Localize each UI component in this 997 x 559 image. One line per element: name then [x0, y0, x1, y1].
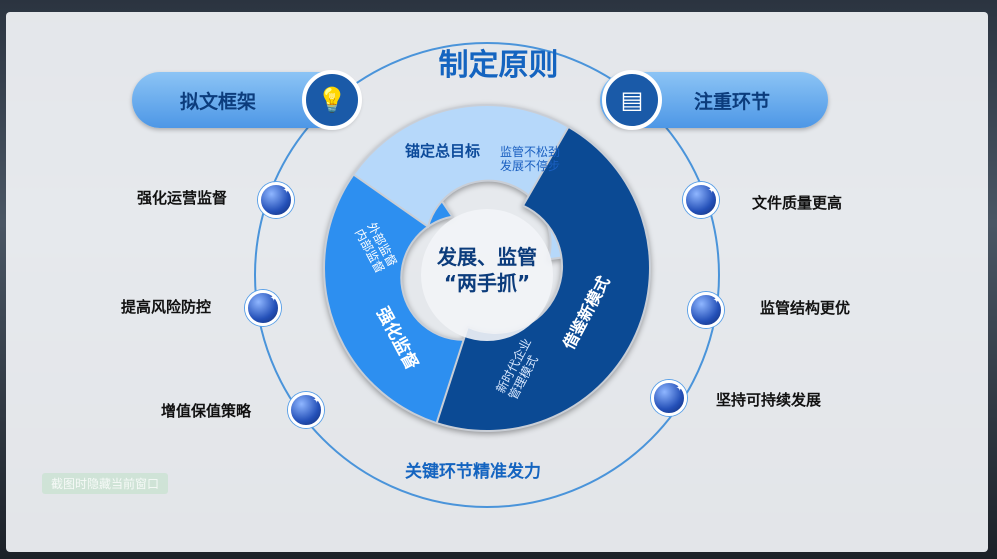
segment-top-sub1: 监管不松劲: [500, 145, 561, 159]
left-item-2: 提高风险防控: [120, 298, 211, 316]
bullet-dot-icon: ✦: [258, 182, 294, 218]
bullet-dot-icon: ✦: [688, 292, 724, 328]
segment-top-title: 锚定总目标: [405, 142, 481, 160]
center-line-1: 发展、监管: [437, 245, 537, 269]
bullet-dot-icon: ✦: [683, 182, 719, 218]
bottom-label: 关键环节精准发力: [405, 462, 541, 482]
hide-window-button[interactable]: 截图时隐藏当前窗口: [42, 473, 168, 494]
left-header-label: 拟文框架: [180, 90, 257, 113]
left-item-1: 强化运营监督: [136, 189, 227, 207]
left-item-3: 增值保值策略: [160, 402, 251, 420]
right-item-2: 监管结构更优: [760, 299, 851, 317]
documents-icon: ▤: [602, 70, 662, 130]
segment-top-sub2: 发展不停步: [500, 159, 561, 173]
segment-top-sub: 监管不松劲发展不停步: [500, 145, 560, 173]
left-header-pill: 拟文框架 💡: [132, 70, 362, 130]
center-line-2: “两手抓”: [443, 271, 531, 295]
lightbulb-icon: 💡: [302, 70, 362, 130]
segment-right: [435, 125, 651, 432]
bullet-dot-icon: ✦: [651, 380, 687, 416]
page-title: 制定原则: [438, 48, 559, 83]
donut-hole: [421, 209, 553, 341]
right-header-label: 注重环节: [693, 90, 770, 113]
right-item-3: 坚持可持续发展: [716, 391, 822, 409]
right-item-1: 文件质量更高: [752, 194, 843, 212]
outer-ring: [254, 42, 720, 508]
bullet-dot-icon: ✦: [245, 290, 281, 326]
center-text: 发展、监管“两手抓”: [417, 244, 557, 296]
right-header-pill: ▤ 注重环节: [600, 70, 828, 130]
bullet-dot-icon: ✦: [288, 392, 324, 428]
